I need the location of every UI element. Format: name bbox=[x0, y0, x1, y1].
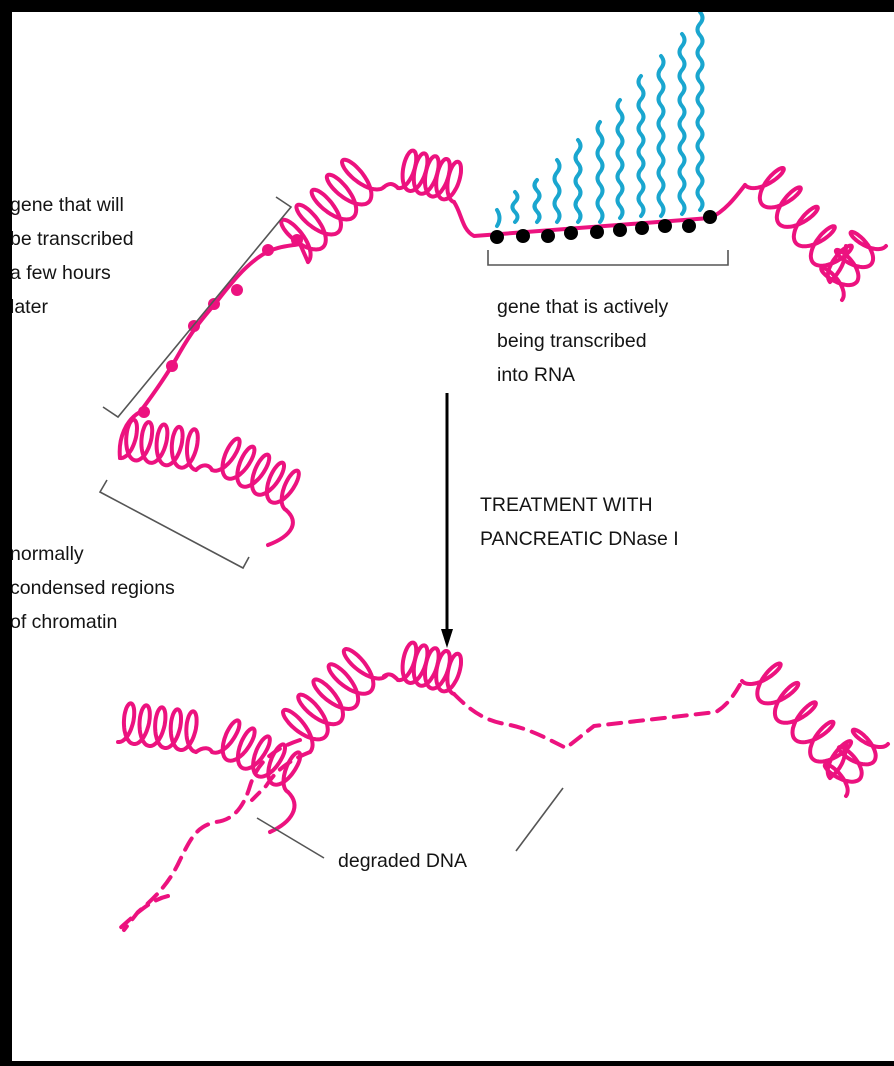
condensed-chromatin-coils bbox=[118, 151, 888, 796]
coil-bottom-lower-left-2 bbox=[212, 720, 300, 792]
active-gene-nucleosome-4 bbox=[590, 225, 604, 239]
active-gene-bracket bbox=[488, 250, 728, 265]
condensed-label: normally condensed regions of chromatin bbox=[10, 537, 175, 639]
rna-transcript-6 bbox=[618, 100, 623, 218]
condensed-tail bbox=[268, 510, 293, 545]
later-gene-nucleosome-1 bbox=[166, 360, 178, 372]
condensed-line-1: normally bbox=[10, 537, 175, 571]
later-gene-line-3: a few hours bbox=[10, 256, 134, 290]
coil-bottom-upper-right bbox=[742, 664, 851, 779]
rna-transcripts bbox=[497, 12, 703, 226]
rna-transcript-7 bbox=[639, 76, 644, 216]
active-gene-nucleosome-0 bbox=[490, 230, 504, 244]
active-gene-line-2: being transcribed bbox=[497, 324, 668, 358]
rna-transcript-1 bbox=[513, 192, 518, 222]
link-condensed-coils bbox=[196, 465, 212, 470]
rna-transcript-2 bbox=[535, 180, 540, 222]
active-gene-nucleosome-5 bbox=[613, 223, 627, 237]
later-gene-strand bbox=[140, 244, 308, 412]
coil-bottom-far-right bbox=[825, 730, 888, 796]
degraded-dna-left bbox=[124, 740, 310, 930]
coil-upper-mid bbox=[398, 151, 461, 202]
degraded-dna-left-tail bbox=[118, 896, 168, 930]
treatment-label: TREATMENT WITH PANCREATIC DNase I bbox=[480, 488, 679, 556]
coil-upper-right bbox=[745, 168, 852, 282]
rna-transcript-10 bbox=[698, 12, 703, 210]
degraded-dna-middle bbox=[454, 681, 742, 748]
coil-bottom-upper-left bbox=[283, 649, 386, 752]
active-gene-nucleosome-1 bbox=[516, 229, 530, 243]
active-gene-nucleosome-8 bbox=[682, 219, 696, 233]
later-gene-line-2: be transcribed bbox=[10, 222, 134, 256]
coil-bottom-lower-left bbox=[118, 703, 197, 752]
active-gene-nucleosome-3 bbox=[564, 226, 578, 240]
coil-lower-left bbox=[120, 420, 198, 470]
later-gene-line-4: later bbox=[10, 290, 134, 324]
active-gene-nucleosome-9 bbox=[703, 210, 717, 224]
active-gene-line-1: gene that is actively bbox=[497, 290, 668, 324]
rna-transcript-0 bbox=[497, 210, 500, 226]
treatment-line-2: PANCREATIC DNase I bbox=[480, 522, 679, 556]
active-gene-nucleosome-7 bbox=[658, 219, 672, 233]
active-gene-label: gene that is actively being transcribed … bbox=[497, 290, 668, 392]
degraded-dna-label: degraded DNA bbox=[338, 844, 467, 878]
coil-upper-left bbox=[281, 160, 384, 262]
degraded-leader-left bbox=[257, 818, 324, 858]
rna-transcript-8 bbox=[659, 56, 664, 216]
coil-bottom-upper-mid bbox=[398, 643, 461, 694]
link-upper-coils bbox=[384, 184, 398, 188]
condensed-line-2: condensed regions bbox=[10, 571, 175, 605]
degraded-leader-right bbox=[516, 788, 563, 851]
condensed-line-3: of chromatin bbox=[10, 605, 175, 639]
active-gene-nucleosome-6 bbox=[635, 221, 649, 235]
rna-transcript-5 bbox=[598, 122, 603, 222]
later-gene-nucleosome-0 bbox=[138, 406, 150, 418]
active-gene-line-3: into RNA bbox=[497, 358, 668, 392]
dna-strands bbox=[118, 184, 846, 930]
rna-transcript-3 bbox=[555, 160, 560, 222]
later-gene-nucleosome-5 bbox=[262, 244, 274, 256]
later-gene-label: gene that will be transcribed a few hour… bbox=[10, 188, 134, 324]
rna-transcript-4 bbox=[576, 140, 581, 222]
active-gene-nucleosome-2 bbox=[541, 229, 555, 243]
coil-lower-left-2 bbox=[212, 439, 299, 510]
later-gene-nucleosome-4 bbox=[231, 284, 243, 296]
rna-transcript-9 bbox=[680, 34, 685, 214]
bottom-condensed-tail bbox=[270, 792, 294, 832]
treatment-line-1: TREATMENT WITH bbox=[480, 488, 679, 522]
later-gene-line-1: gene that will bbox=[10, 188, 134, 222]
later-gene-nucleosome-6 bbox=[291, 234, 303, 246]
link-bottom-condensed bbox=[196, 748, 212, 752]
treatment-arrow-head bbox=[441, 629, 453, 648]
